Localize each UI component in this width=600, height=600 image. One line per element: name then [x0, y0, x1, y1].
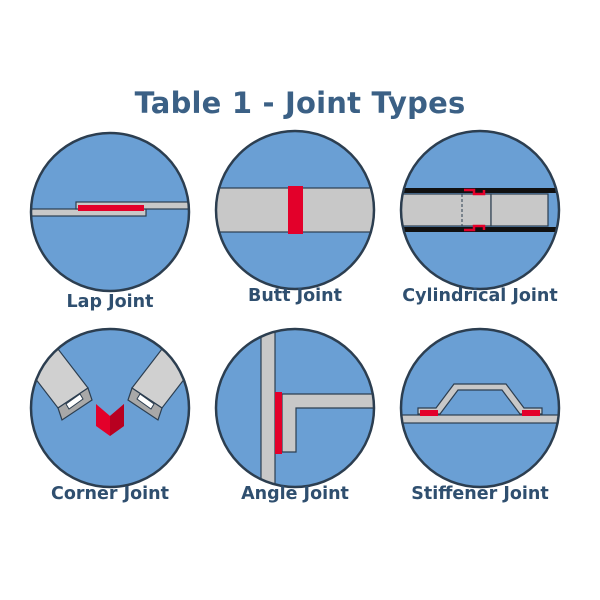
- stiffener-joint-circle: [401, 329, 559, 487]
- cyl-weld-bottom: [464, 224, 486, 232]
- lap-joint-label: Lap Joint: [66, 292, 154, 312]
- cyl-weld-top: [464, 188, 486, 196]
- joint-tile-stiffener: Stiffener Joint: [390, 326, 570, 516]
- butt-left-plate: [216, 187, 291, 233]
- butt-joint-diagram: [214, 129, 376, 291]
- cylindrical-joint-label: Cylindrical Joint: [402, 286, 558, 306]
- lap-joint-diagram: [29, 131, 191, 293]
- stiffener-weld-right: [522, 410, 540, 416]
- cyl-inner-tube-right: [490, 193, 549, 227]
- joint-tile-angle: Angle Joint: [205, 326, 385, 516]
- stiffener-base-plate: [401, 414, 559, 424]
- stiffener-joint-diagram: [399, 327, 561, 489]
- joint-tile-lap: Lap Joint: [20, 130, 200, 320]
- cylindrical-joint-diagram: [399, 129, 561, 291]
- cyl-outer-tube-bottom: [401, 227, 559, 232]
- angle-joint-label: Angle Joint: [241, 484, 349, 504]
- butt-joint-label: Butt Joint: [248, 286, 342, 306]
- cyl-inner-tube: [401, 193, 492, 227]
- cyl-outer-tube-top: [401, 188, 559, 193]
- butt-weld: [288, 186, 303, 234]
- corner-joint-label: Corner Joint: [51, 484, 169, 504]
- joint-tile-cylindrical: Cylindrical Joint: [390, 128, 570, 318]
- lap-weld: [78, 205, 144, 211]
- joint-tile-butt: Butt Joint: [205, 128, 385, 318]
- joint-tile-corner: Corner Joint: [20, 326, 200, 516]
- angle-vertical-plate: [260, 329, 276, 487]
- corner-joint-diagram: [29, 327, 191, 489]
- stiffener-weld-left: [420, 410, 438, 416]
- butt-right-plate: [301, 187, 374, 233]
- angle-weld: [275, 392, 282, 454]
- angle-joint-diagram: [214, 327, 376, 489]
- stiffener-joint-label: Stiffener Joint: [411, 484, 549, 504]
- stiffener-hat-section: [417, 383, 543, 415]
- page-title: Table 1 - Joint Types: [134, 86, 466, 120]
